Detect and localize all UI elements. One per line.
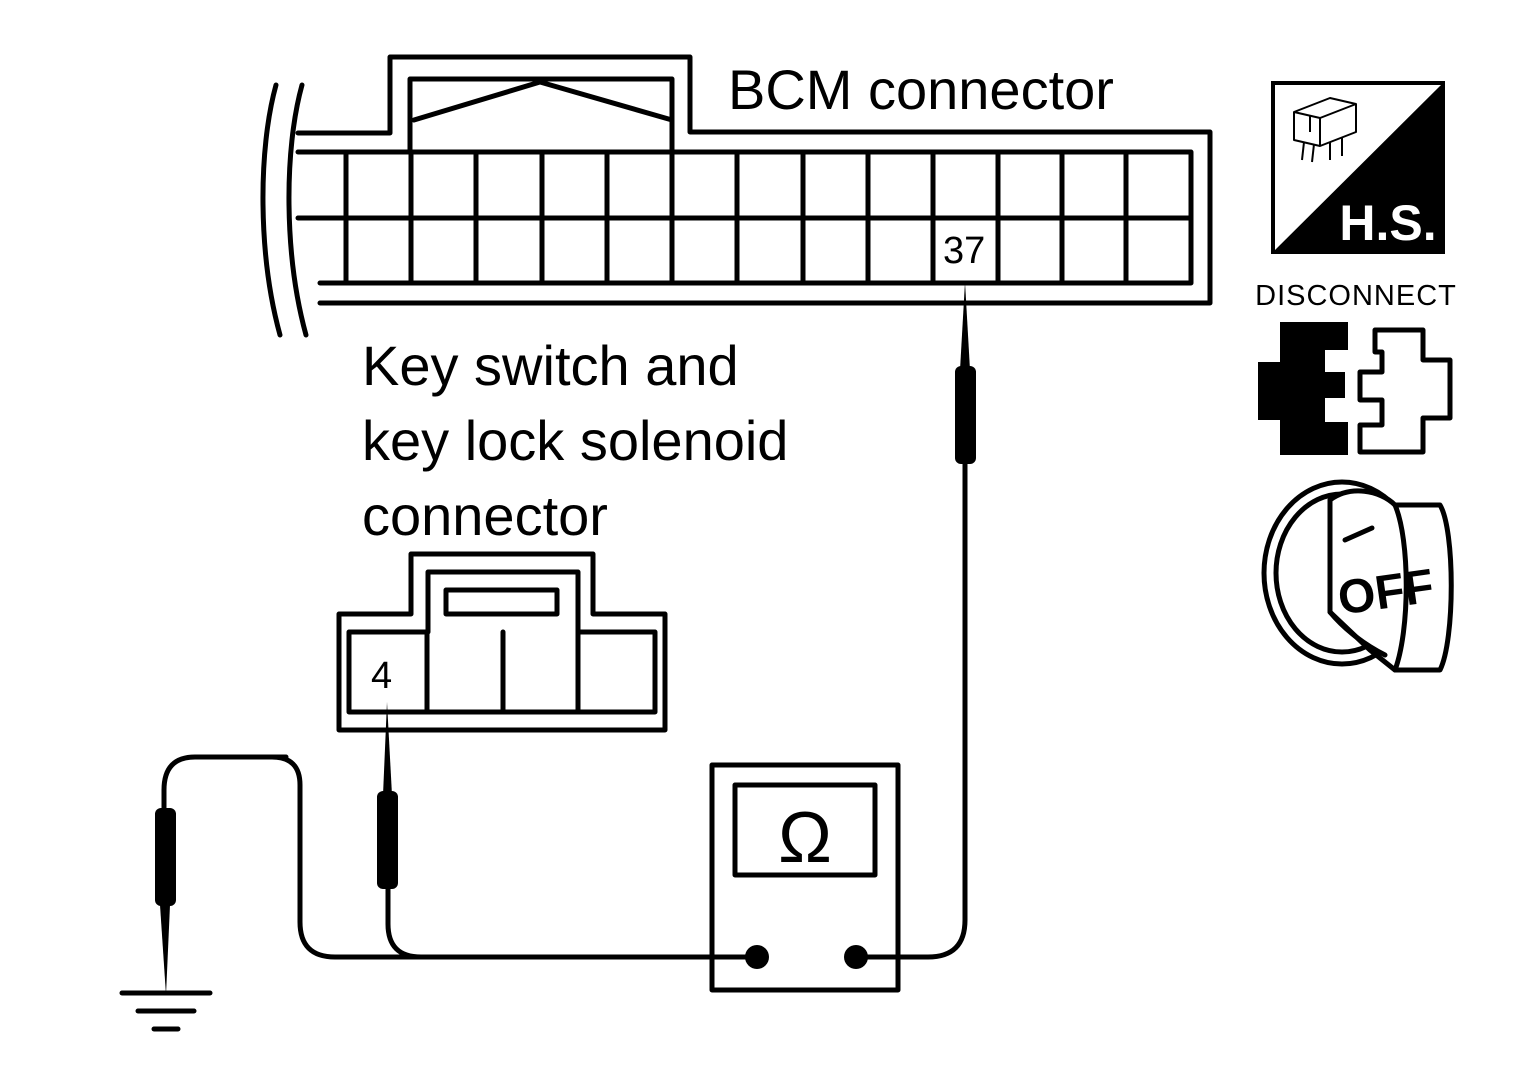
key-switch-connector: Key switch and key lock solenoid connect…: [336, 334, 788, 733]
key-switch-label-line1: Key switch and: [362, 334, 739, 397]
ignition-off-icon: OFF: [1261, 479, 1454, 673]
disconnect-label: DISCONNECT: [1255, 280, 1457, 312]
bcm-connector: 37: [260, 54, 1213, 338]
bcm-connector-label: BCM connector: [728, 58, 1114, 121]
key-switch-label-line3: connector: [362, 484, 608, 547]
ohmmeter: Ω: [709, 762, 901, 993]
disconnect-icon: DISCONNECT: [1255, 280, 1457, 455]
key-switch-label-line2: key lock solenoid: [362, 409, 788, 472]
ground-symbol: [119, 990, 213, 1032]
bcm-pin-37-label: 37: [943, 230, 985, 272]
probe-ground: [155, 754, 763, 995]
off-label: OFF: [1335, 560, 1437, 626]
harness-side-icon: H.S.: [1271, 81, 1445, 254]
meter-terminal-negative: [745, 945, 769, 969]
meter-terminal-positive: [844, 945, 868, 969]
ohm-symbol: Ω: [778, 798, 832, 878]
bcm-cavity-grid: [295, 149, 1194, 286]
probe-bcm-37: [853, 282, 976, 960]
probe-key-switch-4: [377, 702, 761, 960]
hs-label: H.S.: [1339, 195, 1436, 251]
key-switch-pin-4-label: 4: [371, 655, 392, 697]
